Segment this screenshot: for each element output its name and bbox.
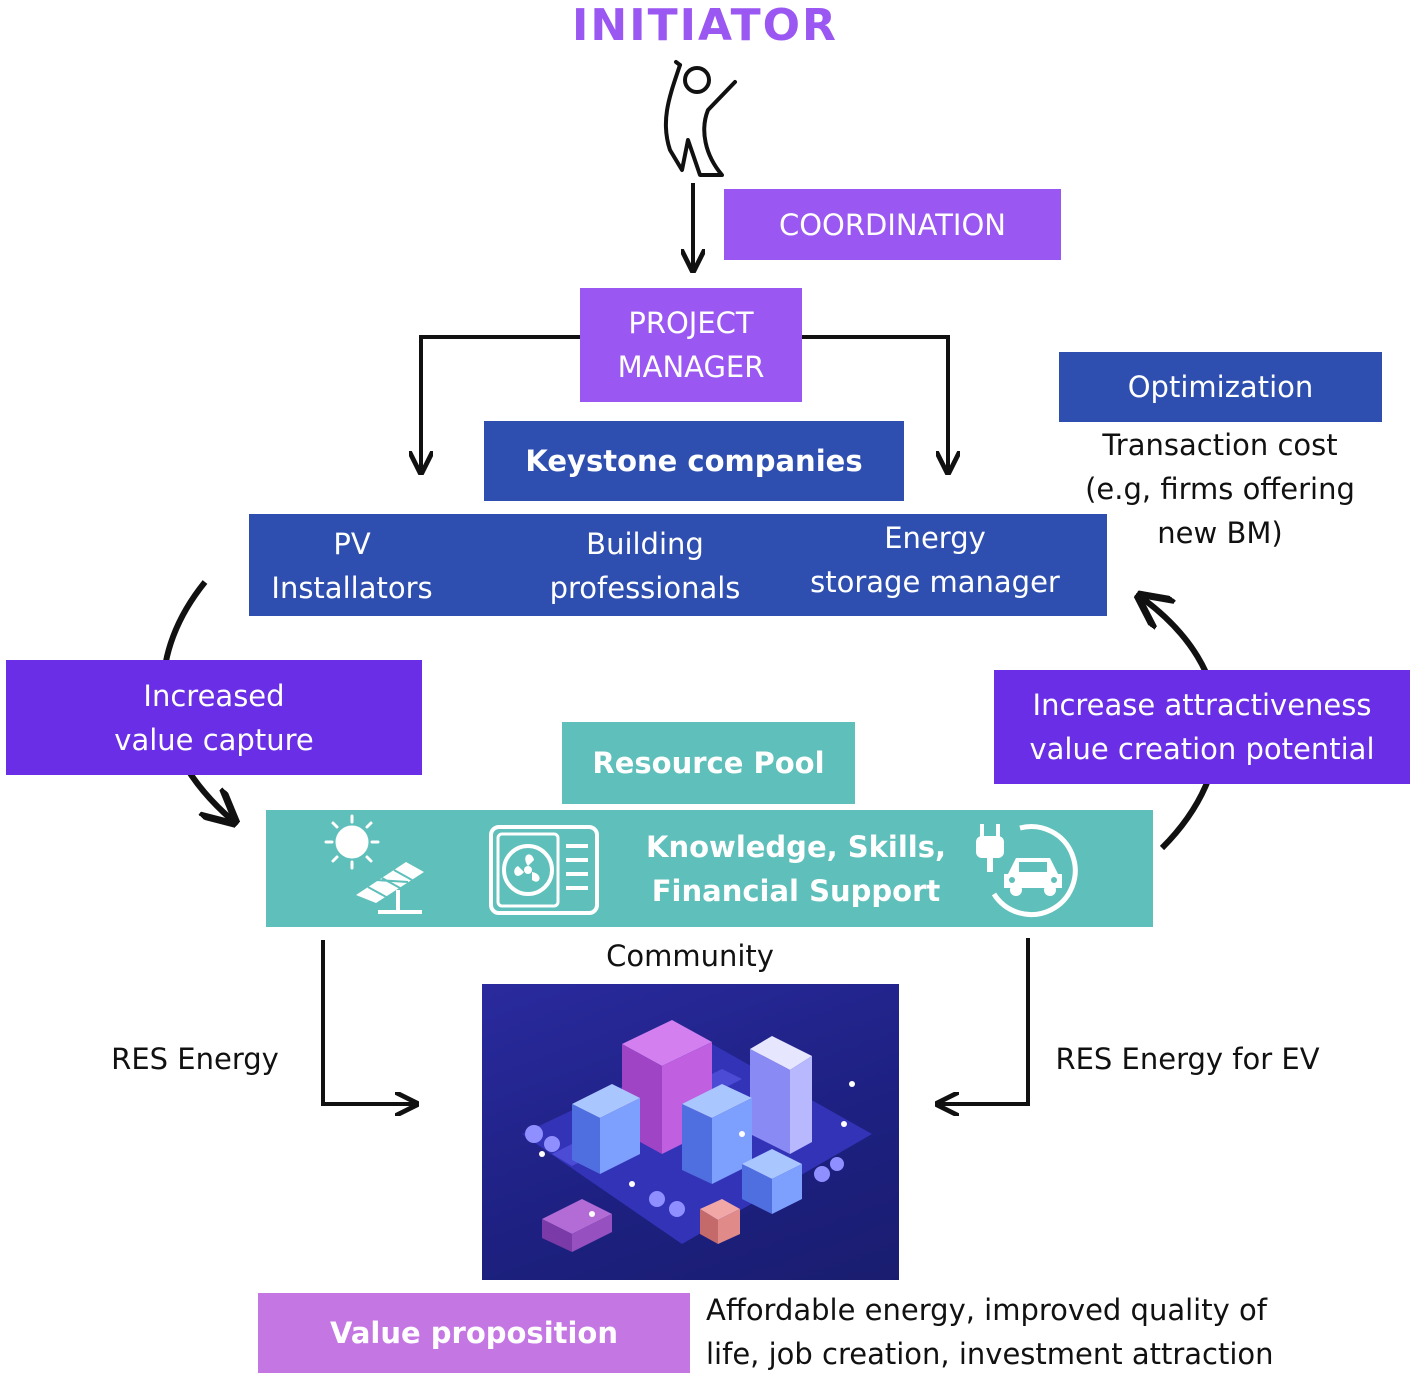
city-illustration-icon [522,1020,872,1252]
increased-value-line-1: Increased [143,678,285,713]
value-desc-line-2: life, job creation, investment attractio… [706,1337,1274,1371]
company-building-line-1: Building [586,527,704,561]
knowledge-line-2: Financial Support [651,874,941,908]
knowledge-line-1: Knowledge, Skills, [645,830,946,864]
increased-value-capture-box: Increased value capture [6,660,422,775]
optimization-box: Optimization [1059,352,1382,422]
value-proposition-box: Value proposition [258,1293,690,1373]
heat-pump-icon [489,825,599,915]
value-proposition-text: Value proposition [329,1316,619,1350]
keystone-companies-header: Keystone companies [484,421,904,501]
project-manager-line-1: PROJECT [628,306,754,340]
arrow-res-energy [321,940,414,1104]
resource-pool-text: Resource Pool [592,746,825,780]
companies-bar: PV Installators Building professionals E… [249,514,1107,616]
arrow-manager-to-storage [802,335,948,470]
arrow-res-energy-ev [940,938,1030,1104]
transaction-line-1: Transaction cost [1102,428,1338,462]
increased-value-line-2: value capture [114,722,314,757]
company-building-professionals: Building professionals [529,522,761,610]
value-desc-line-1: Affordable energy, improved quality of [706,1293,1267,1327]
transaction-cost-text: Transaction cost (e.g, firms offering ne… [1060,423,1380,555]
company-pv-line-2: Installators [271,571,433,605]
keystone-companies-text: Keystone companies [525,444,863,478]
community-label: Community [606,939,774,973]
attractiveness-line-2: value creation potential [1029,732,1375,766]
company-energy-storage-manager: Energy storage manager [789,516,1081,604]
transaction-line-3: new BM) [1157,516,1283,550]
project-manager-box: PROJECT MANAGER [580,288,802,402]
transaction-line-2: (e.g, firms offering [1085,472,1355,506]
value-description-text: Affordable energy, improved quality of l… [706,1288,1411,1376]
ev-charging-icon [976,824,1078,918]
res-energy-label: RES Energy [111,1042,279,1076]
coordination-label: COORDINATION [724,189,1061,260]
company-pv-installators: PV Installators [249,522,455,610]
coordination-text: COORDINATION [778,207,1006,242]
resource-bar: Knowledge, Skills, Financial Support [266,810,1153,927]
company-storage-line-1: Energy [884,521,986,555]
project-manager-line-2: MANAGER [617,350,765,384]
optimization-text: Optimization [1127,370,1314,404]
resource-pool-header: Resource Pool [562,722,855,804]
arrow-manager-to-pv [421,335,580,470]
increase-attractiveness-box: Increase attractiveness value creation p… [994,670,1410,784]
community-city-image [482,984,899,1280]
res-energy-ev-label: RES Energy for EV [1055,1042,1320,1076]
company-building-line-2: professionals [549,571,741,605]
company-pv-line-1: PV [333,527,371,561]
knowledge-skills-text: Knowledge, Skills, Financial Support [616,825,976,913]
initiator-title: INITIATOR [572,0,838,51]
solar-panel-icon [324,814,424,914]
company-storage-line-2: storage manager [810,565,1060,599]
attractiveness-line-1: Increase attractiveness [1032,688,1372,722]
